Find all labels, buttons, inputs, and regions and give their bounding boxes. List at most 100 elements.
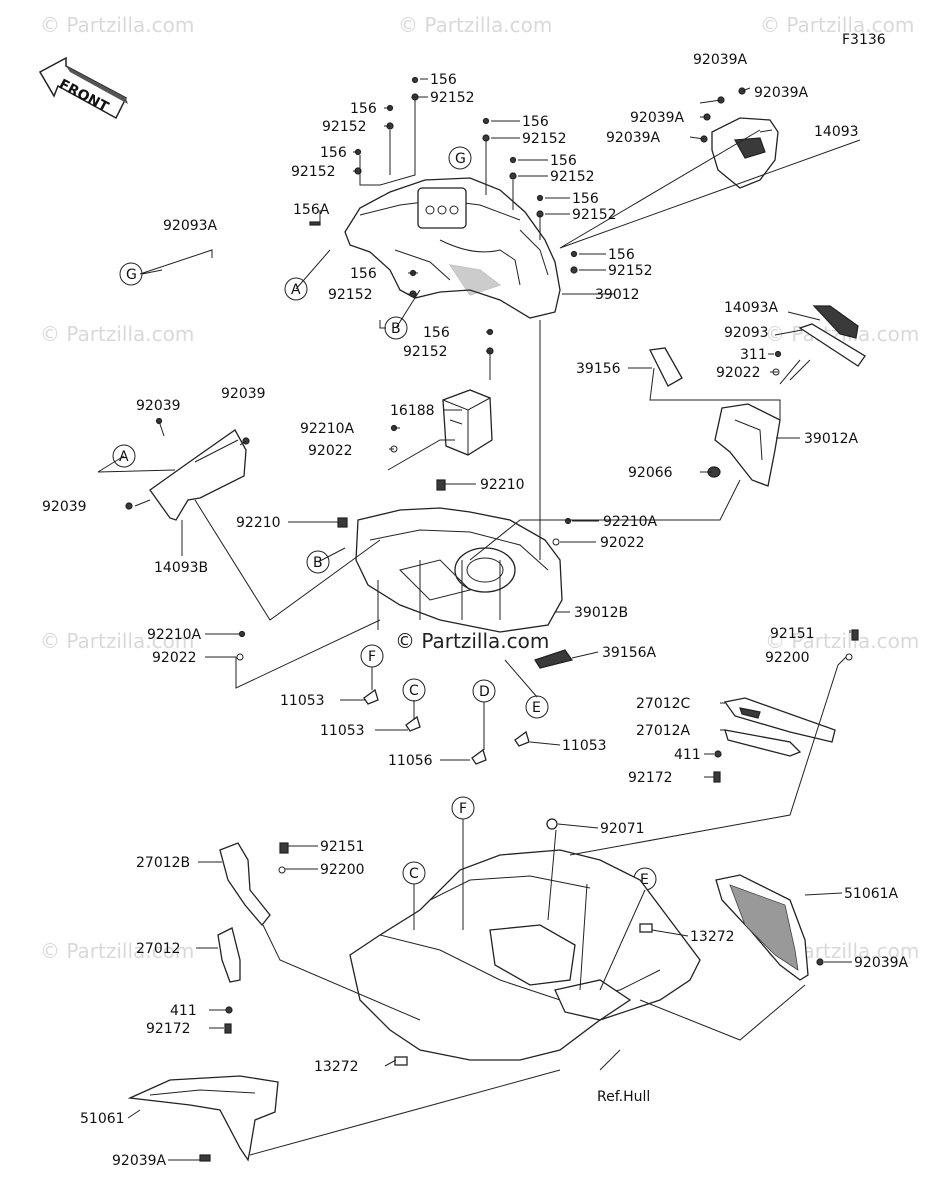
label-156: 156 (350, 101, 377, 117)
front-arrow-icon: FRONT (38, 56, 128, 120)
label-92200: 92200 (320, 862, 365, 878)
svg-text:A: A (119, 449, 129, 465)
label-92210: 92210 (236, 515, 281, 531)
label-411: 411 (674, 747, 701, 763)
label-92022: 92022 (600, 535, 645, 551)
label-11053: 11053 (320, 723, 365, 739)
brackets-27012B (217, 842, 289, 1034)
label-39012B: 39012B (574, 605, 628, 621)
label-51061: 51061 (80, 1111, 125, 1127)
label-39156A: 39156A (602, 645, 657, 661)
watermark: © Partzilla.com (760, 13, 914, 37)
bracket-14093B (125, 417, 250, 521)
label-92152: 92152 (522, 131, 567, 147)
callout-c-low: C (402, 861, 426, 885)
label-92039A: 92039A (854, 955, 909, 971)
label-92152: 92152 (328, 287, 373, 303)
callout-d-mid: D (472, 679, 496, 703)
label-11053: 11053 (280, 693, 325, 709)
label-92210A: 92210A (300, 421, 355, 437)
bars-27012 (713, 629, 859, 783)
label-39012: 39012 (595, 287, 640, 303)
label-51061A: 51061A (844, 886, 899, 902)
label-39156: 39156 (576, 361, 621, 377)
watermark: © Partzilla.com (40, 13, 194, 37)
callout-c-mid: C (402, 678, 426, 702)
svg-text:F: F (368, 649, 376, 665)
label-92039A: 92039A (754, 85, 809, 101)
label-92039A: 92039A (606, 130, 661, 146)
label-92039: 92039 (221, 386, 266, 402)
label-92066: 92066 (628, 465, 673, 481)
label-27012B: 27012B (136, 855, 190, 871)
watermark: © Partzilla.com (398, 13, 552, 37)
leader-lines (97, 78, 861, 1161)
svg-text:G: G (126, 267, 137, 283)
label-156: 156 (350, 266, 377, 282)
hull (349, 818, 701, 1066)
watermark: © Partzilla.com (40, 629, 194, 653)
label-14093: 14093 (814, 124, 859, 140)
label-92152: 92152 (403, 344, 448, 360)
label-156A: 156A (293, 202, 330, 218)
mesh-51061A (715, 874, 824, 981)
label-411: 411 (170, 1003, 197, 1019)
label-92039A: 92039A (112, 1153, 167, 1169)
label-92039A: 92039A (693, 52, 748, 68)
label-92210A: 92210A (603, 514, 658, 530)
label-156: 156 (608, 247, 635, 263)
svg-text:B: B (391, 321, 401, 337)
label-92210: 92210 (480, 477, 525, 493)
label-39012A: 39012A (804, 431, 859, 447)
callout-g-left: G (119, 262, 143, 286)
part-labels: 92039A 92039A 92039A 92039A 14093 156 92… (42, 52, 909, 1169)
cover-14093 (700, 87, 779, 189)
label-92022: 92022 (152, 650, 197, 666)
label-311: 311 (740, 347, 767, 363)
label-92022: 92022 (308, 443, 353, 459)
svg-text:C: C (409, 866, 419, 882)
label-156: 156 (522, 114, 549, 130)
label-14093A: 14093A (724, 300, 779, 316)
reference-note: Ref.Hull (597, 1089, 650, 1105)
label-92022: 92022 (716, 365, 761, 381)
label-92152: 92152 (608, 263, 653, 279)
dash-panel-39012 (344, 177, 561, 319)
label-92200: 92200 (765, 650, 810, 666)
svg-text:D: D (479, 684, 490, 700)
panel-14093A (649, 305, 866, 487)
label-92093: 92093 (724, 325, 769, 341)
figure-code: F3136 (842, 32, 886, 48)
label-92152: 92152 (572, 207, 617, 223)
label-92093A: 92093A (163, 218, 218, 234)
label-156: 156 (572, 191, 599, 207)
label-92172: 92172 (146, 1021, 191, 1037)
clips (363, 688, 530, 765)
svg-text:B: B (313, 555, 323, 571)
label-156: 156 (430, 72, 457, 88)
label-92039A: 92039A (630, 110, 685, 126)
label-156: 156 (320, 145, 347, 161)
copyright-text: © Partzilla.com (395, 629, 549, 653)
label-16188: 16188 (390, 403, 435, 419)
label-92071: 92071 (600, 821, 645, 837)
label-92152: 92152 (430, 90, 475, 106)
label-27012: 27012 (136, 941, 181, 957)
svg-text:C: C (409, 683, 419, 699)
label-156: 156 (423, 325, 450, 341)
label-92152: 92152 (322, 119, 367, 135)
box-16188 (442, 389, 493, 456)
watermark: © Partzilla.com (40, 322, 194, 346)
label-92152: 92152 (291, 164, 336, 180)
watermark: © Partzilla.com (40, 939, 194, 963)
handle-92093A (160, 254, 212, 310)
watermark: © Partzilla.com (765, 629, 919, 653)
callout-g-top: G (448, 146, 472, 170)
label-14093B: 14093B (154, 560, 208, 576)
label-92151: 92151 (320, 839, 365, 855)
label-92039: 92039 (42, 499, 87, 515)
label-13272: 13272 (690, 929, 735, 945)
label-92039: 92039 (136, 398, 181, 414)
label-156: 156 (550, 153, 577, 169)
